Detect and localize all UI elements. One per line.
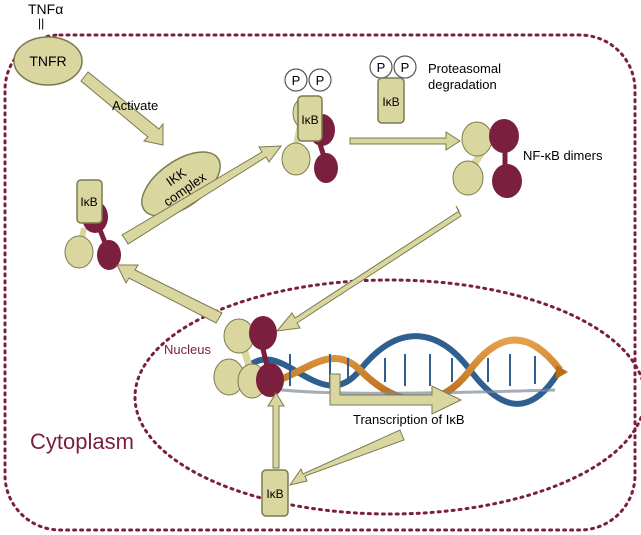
ikb-nfkb-complex-left: IκB xyxy=(64,179,121,270)
ikb-label-new: IκB xyxy=(266,487,283,501)
phosphate-1-label: P xyxy=(292,73,301,88)
arrow-transcription xyxy=(329,373,463,415)
nfkb-dimers-label: NF-κB dimers xyxy=(523,148,603,163)
phosphate-4 xyxy=(393,55,417,79)
tnfr-receptor xyxy=(13,36,83,86)
ikb-label-left: IκB xyxy=(80,195,97,209)
ikb-label-phospho: IκB xyxy=(301,113,318,127)
arrow-ikb-to-nucleus xyxy=(267,392,285,469)
tnfr-label: TNFR xyxy=(29,53,66,69)
proteasomal-label-line1: Proteasomal xyxy=(428,61,501,76)
tnfa-label: TNFα xyxy=(28,1,63,17)
arrow-to-phosphorylation xyxy=(121,145,283,245)
degraded-ikb: P P IκB xyxy=(369,55,417,124)
arrow-to-free-dimers xyxy=(349,131,461,151)
ikb-label-degraded: IκB xyxy=(382,95,399,109)
nfkb-dimer-bound-dna xyxy=(213,316,284,399)
activate-label: Activate xyxy=(112,98,158,113)
arrow-to-nucleus xyxy=(275,205,462,332)
ikb-box-new xyxy=(261,469,289,517)
arrow-nuclear-export xyxy=(116,264,223,324)
phospho-ikb-complex: IκB P P xyxy=(281,68,338,183)
ikb-box-left xyxy=(76,179,103,224)
phosphate-2 xyxy=(308,68,332,92)
phosphate-4-label: P xyxy=(401,60,410,75)
arrow-tnfr-to-ikk xyxy=(80,71,164,146)
equiv-sign: || xyxy=(38,16,44,30)
phosphate-2-label: P xyxy=(316,73,325,88)
ikb-box-degraded xyxy=(377,77,405,124)
phosphate-3-label: P xyxy=(377,60,386,75)
cytoplasm-label: Cytoplasm xyxy=(30,429,134,454)
nucleus-label: Nucleus xyxy=(164,342,211,357)
transcription-label: Transcription of IκB xyxy=(353,412,465,427)
nfkb-dimer-free xyxy=(452,119,522,198)
ikb-box-phospho xyxy=(297,95,323,142)
phosphate-1 xyxy=(284,68,308,92)
cell-membrane xyxy=(3,33,637,532)
proteasomal-label-line2: degradation xyxy=(428,77,497,92)
dna-helix xyxy=(242,333,568,407)
arrow-transcription-to-ikb xyxy=(288,429,405,486)
nucleus-membrane xyxy=(133,278,641,516)
